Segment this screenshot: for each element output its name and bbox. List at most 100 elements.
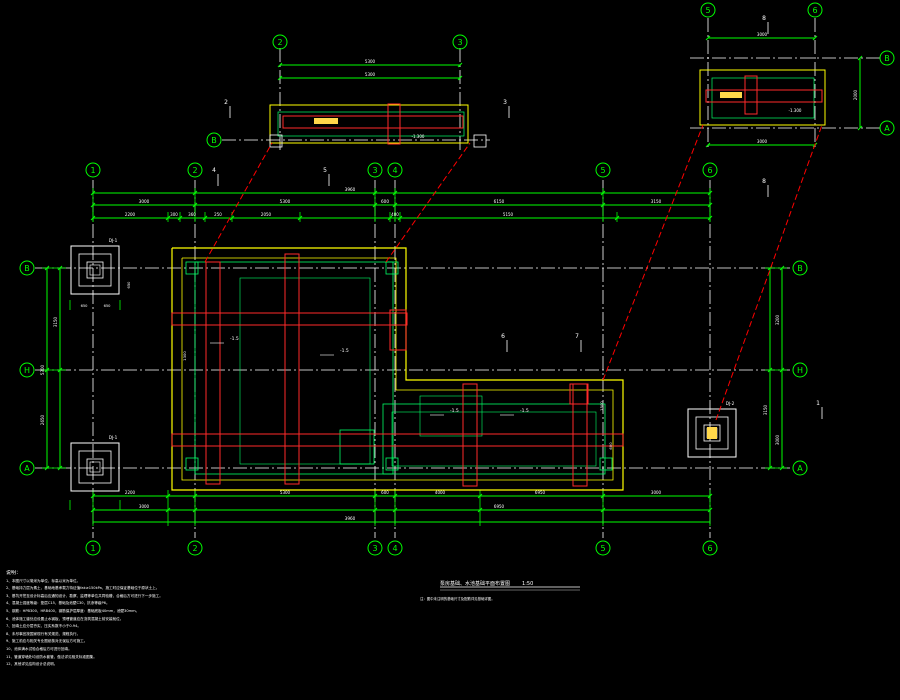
section-tag: 8	[762, 178, 766, 185]
dimension-value: 3000	[757, 32, 768, 37]
elevation-mark: -1.5	[340, 348, 349, 354]
grid-bubble-label: 1	[90, 544, 95, 553]
dimension-value: 5300	[365, 72, 376, 77]
dimension-value: 2200	[125, 490, 136, 495]
dim-tick	[57, 265, 63, 271]
axis-lines	[35, 18, 880, 538]
column-square	[473, 134, 487, 148]
column-square	[185, 457, 199, 471]
dim-tick	[90, 202, 96, 208]
grid-bubble	[19, 460, 35, 476]
detail-leader	[204, 142, 273, 263]
dim-tick	[707, 215, 713, 221]
grid-bubble	[700, 2, 716, 18]
dimension-value: 300	[170, 212, 178, 217]
dim-tick	[297, 215, 303, 221]
column-square	[185, 261, 199, 275]
grid-bubble	[387, 162, 403, 178]
dim-tick	[397, 215, 403, 221]
dimension-value: 650	[104, 304, 112, 308]
dimension-value: 5300	[365, 59, 376, 64]
grid-bubble-label: 4	[392, 166, 397, 175]
dim-tick	[44, 465, 50, 471]
pad-column	[86, 458, 104, 476]
dimension-value: 5150	[503, 212, 514, 217]
tag-fill	[314, 118, 338, 124]
dim-tick	[392, 493, 398, 499]
grid-bubble-label: 5	[600, 166, 605, 175]
note-line: 9、施工前应与相关专业图纸核对无误后方可施工。	[6, 639, 88, 644]
pad-column	[703, 424, 721, 442]
beam-vertical	[744, 75, 758, 115]
beam-vertical	[284, 253, 300, 485]
grid-bubble-label: 3	[372, 544, 377, 553]
dim-tick	[202, 215, 208, 221]
grid-bubble	[792, 260, 808, 276]
section-outline	[269, 104, 469, 144]
detail-leader	[715, 124, 823, 421]
dimension-value: 3000	[757, 139, 768, 144]
grid-bubble-label: 6	[707, 166, 712, 175]
dim-tick	[779, 265, 785, 271]
dim-tick	[707, 507, 713, 513]
note-line: 7、回填土应分层夯实，压实系数不小于0.94。	[6, 624, 81, 629]
dim-tick	[767, 465, 773, 471]
dimension-value: 6950	[494, 504, 505, 509]
grid-bubble-label: 2	[277, 38, 282, 47]
dimension-value: 1300	[182, 351, 187, 361]
notes-heading: 说明：	[6, 570, 22, 576]
section-tag: 5	[323, 167, 327, 174]
dimension-value: 3000	[139, 504, 150, 509]
dim-tick	[812, 35, 818, 41]
dimension-value: 5300	[40, 364, 45, 375]
dim-tick	[192, 507, 198, 513]
grid-bubble	[187, 162, 203, 178]
dimension-value: 600	[608, 442, 613, 450]
grid-bubble	[206, 132, 222, 148]
section-tag: 6	[501, 333, 505, 340]
grid-bubble	[19, 260, 35, 276]
structure-outlines	[70, 22, 826, 591]
beam-end	[389, 309, 407, 351]
dimension-value: 3150	[53, 316, 58, 327]
grid-bubble-label: 6	[707, 544, 712, 553]
grid-bubble	[879, 50, 895, 66]
pad-foundation	[70, 442, 120, 492]
dim-tick	[457, 62, 463, 68]
dim-tick	[90, 190, 96, 196]
dim-tick	[705, 35, 711, 41]
grid-bubble	[807, 2, 823, 18]
dim-tick	[707, 202, 713, 208]
dimension-value: 6150	[494, 199, 505, 204]
tag-fill	[720, 92, 742, 98]
dim-tick	[392, 507, 398, 513]
elevation-mark: -1.300	[789, 108, 802, 113]
elevation-mark: -1.5	[450, 408, 459, 414]
grid-bubble	[367, 162, 383, 178]
grid-bubble	[702, 540, 718, 556]
dimension-value: 3960	[345, 516, 356, 521]
grid-bubble	[387, 540, 403, 556]
pump-room-inner	[391, 411, 597, 467]
grid-bubble-label: B	[211, 136, 217, 145]
section-inner	[277, 111, 465, 137]
dimension-value: 2650	[40, 414, 45, 425]
dim-tick	[614, 215, 620, 221]
dimension-value: 2050	[261, 212, 272, 217]
dimension-value: 6950	[535, 490, 546, 495]
dim-tick	[57, 367, 63, 373]
dimension-value: 5300	[280, 490, 291, 495]
dim-tick	[779, 367, 785, 373]
dim-tick	[600, 202, 606, 208]
grid-bubble	[879, 120, 895, 136]
note-line: 11、管道穿墙处均设防水套管，做法详见相关标准图集。	[6, 654, 97, 659]
dim-tick	[165, 493, 171, 499]
dim-tick	[44, 265, 50, 271]
dim-tick	[392, 190, 398, 196]
beam-vertical	[387, 103, 401, 145]
dimension-value: 360	[188, 212, 196, 217]
dimension-value: 3000	[775, 434, 780, 445]
dim-tick	[457, 75, 463, 81]
grid-bubble	[792, 362, 808, 378]
dimension-value: 250	[214, 212, 222, 217]
